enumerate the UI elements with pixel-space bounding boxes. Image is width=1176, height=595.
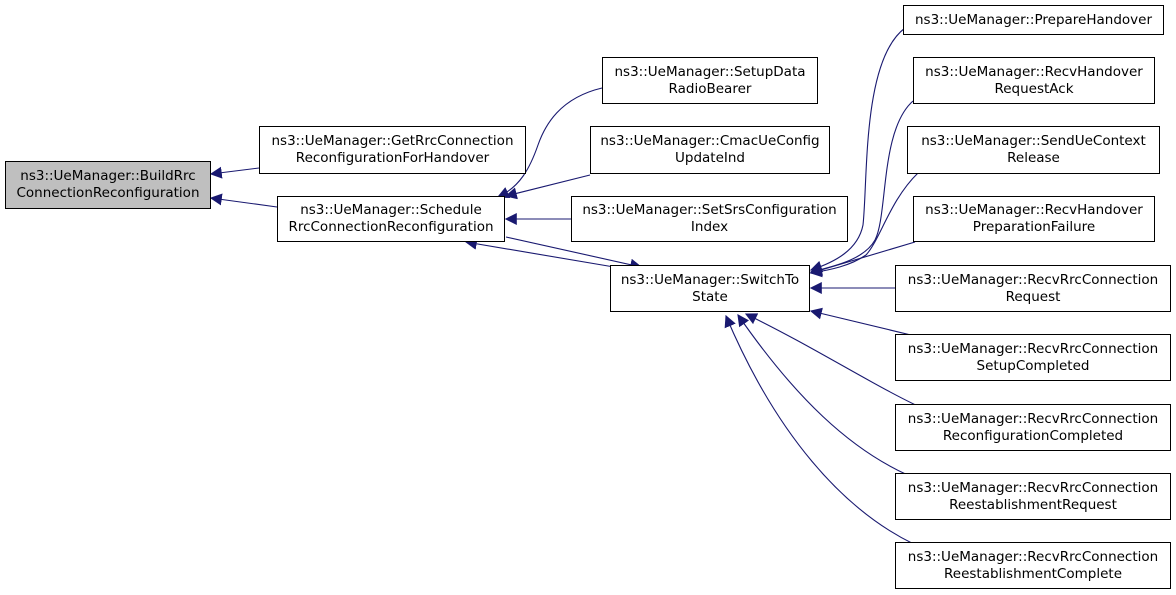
node-label: ns3::UeManager::RecvRrcConnection SetupC… bbox=[907, 340, 1159, 374]
node-label: ns3::UeManager::RecvHandover Preparation… bbox=[925, 202, 1143, 235]
node-recv-rrc-connection-request[interactable]: ns3::UeManager::RecvRrcConnection Reques… bbox=[895, 265, 1171, 312]
node-label: ns3::UeManager::RecvRrcConnection Reesta… bbox=[907, 479, 1159, 513]
node-build-rrc-connection-reconfiguration: ns3::UeManager::BuildRrc ConnectionRecon… bbox=[5, 161, 211, 209]
node-set-srs-configuration-index[interactable]: ns3::UeManager::SetSrsConfiguration Inde… bbox=[571, 196, 848, 242]
node-prepare-handover[interactable]: ns3::UeManager::PrepareHandover bbox=[903, 5, 1164, 35]
edge-rrcreestc-to-switch bbox=[724, 314, 941, 556]
node-label: ns3::UeManager::SendUeContext Release bbox=[921, 133, 1146, 166]
node-label: ns3::UeManager::GetRrcConnection Reconfi… bbox=[271, 133, 514, 166]
node-label: ns3::UeManager::SetupData RadioBearer bbox=[614, 63, 806, 97]
edge-rrcsetup-to-switch bbox=[809, 307, 916, 337]
edge-schedule-to-build bbox=[209, 193, 278, 208]
node-recv-handover-request-ack[interactable]: ns3::UeManager::RecvHandover RequestAck bbox=[913, 57, 1155, 104]
node-schedule-rrc-connection-reconfiguration[interactable]: ns3::UeManager::Schedule RrcConnectionRe… bbox=[277, 196, 505, 242]
node-recv-rrc-connection-setup-completed[interactable]: ns3::UeManager::RecvRrcConnection SetupC… bbox=[895, 334, 1171, 381]
node-recv-rrc-connection-reestablishment-request[interactable]: ns3::UeManager::RecvRrcConnection Reesta… bbox=[895, 473, 1171, 520]
node-cmac-ue-config-update-ind[interactable]: ns3::UeManager::CmacUeConfig UpdateInd bbox=[590, 126, 830, 174]
node-label: ns3::UeManager::RecvHandover RequestAck bbox=[925, 63, 1143, 97]
node-label: ns3::UeManager::RecvRrcConnection Reconf… bbox=[907, 410, 1159, 444]
node-label: ns3::UeManager::SwitchTo State bbox=[620, 271, 800, 305]
node-setup-data-radio-bearer[interactable]: ns3::UeManager::SetupData RadioBearer bbox=[602, 57, 818, 104]
edge-schedule-to-switch bbox=[505, 236, 643, 271]
node-recv-rrc-connection-reestablishment-complete[interactable]: ns3::UeManager::RecvRrcConnection Reesta… bbox=[895, 542, 1171, 589]
edge-switch-to-schedule bbox=[464, 237, 615, 268]
edge-get-to-build bbox=[209, 166, 260, 179]
node-label: ns3::UeManager::RecvRrcConnection Reesta… bbox=[907, 548, 1159, 582]
node-send-ue-context-release[interactable]: ns3::UeManager::SendUeContext Release bbox=[907, 126, 1160, 174]
node-recv-handover-preparation-failure[interactable]: ns3::UeManager::RecvHandover Preparation… bbox=[913, 196, 1155, 242]
node-label: ns3::UeManager::SetSrsConfiguration Inde… bbox=[582, 202, 837, 235]
edge-recvfail-to-switch bbox=[809, 241, 916, 276]
node-label: ns3::UeManager::RecvRrcConnection Reques… bbox=[907, 271, 1159, 305]
node-label: ns3::UeManager::Schedule RrcConnectionRe… bbox=[288, 202, 494, 235]
node-label: ns3::UeManager::PrepareHandover bbox=[914, 11, 1152, 28]
edge-sendctx-to-switch bbox=[809, 172, 919, 278]
node-switch-to-state[interactable]: ns3::UeManager::SwitchTo State bbox=[610, 265, 810, 312]
edge-cmac-to-schedule bbox=[504, 174, 591, 200]
node-recv-rrc-connection-reconfiguration-completed[interactable]: ns3::UeManager::RecvRrcConnection Reconf… bbox=[895, 404, 1171, 451]
edge-setupdata-to-schedule bbox=[496, 87, 603, 198]
edge-prepare-to-switch bbox=[809, 27, 906, 273]
node-get-rrc-connection-reconfiguration-for-handover[interactable]: ns3::UeManager::GetRrcConnection Reconfi… bbox=[259, 126, 526, 174]
edge-rrcreest-to-switch bbox=[737, 314, 926, 483]
edge-rrcreconf-to-switch bbox=[744, 313, 934, 414]
node-label: ns3::UeManager::CmacUeConfig UpdateInd bbox=[600, 133, 820, 166]
node-label: ns3::UeManager::BuildRrc ConnectionRecon… bbox=[16, 168, 200, 201]
